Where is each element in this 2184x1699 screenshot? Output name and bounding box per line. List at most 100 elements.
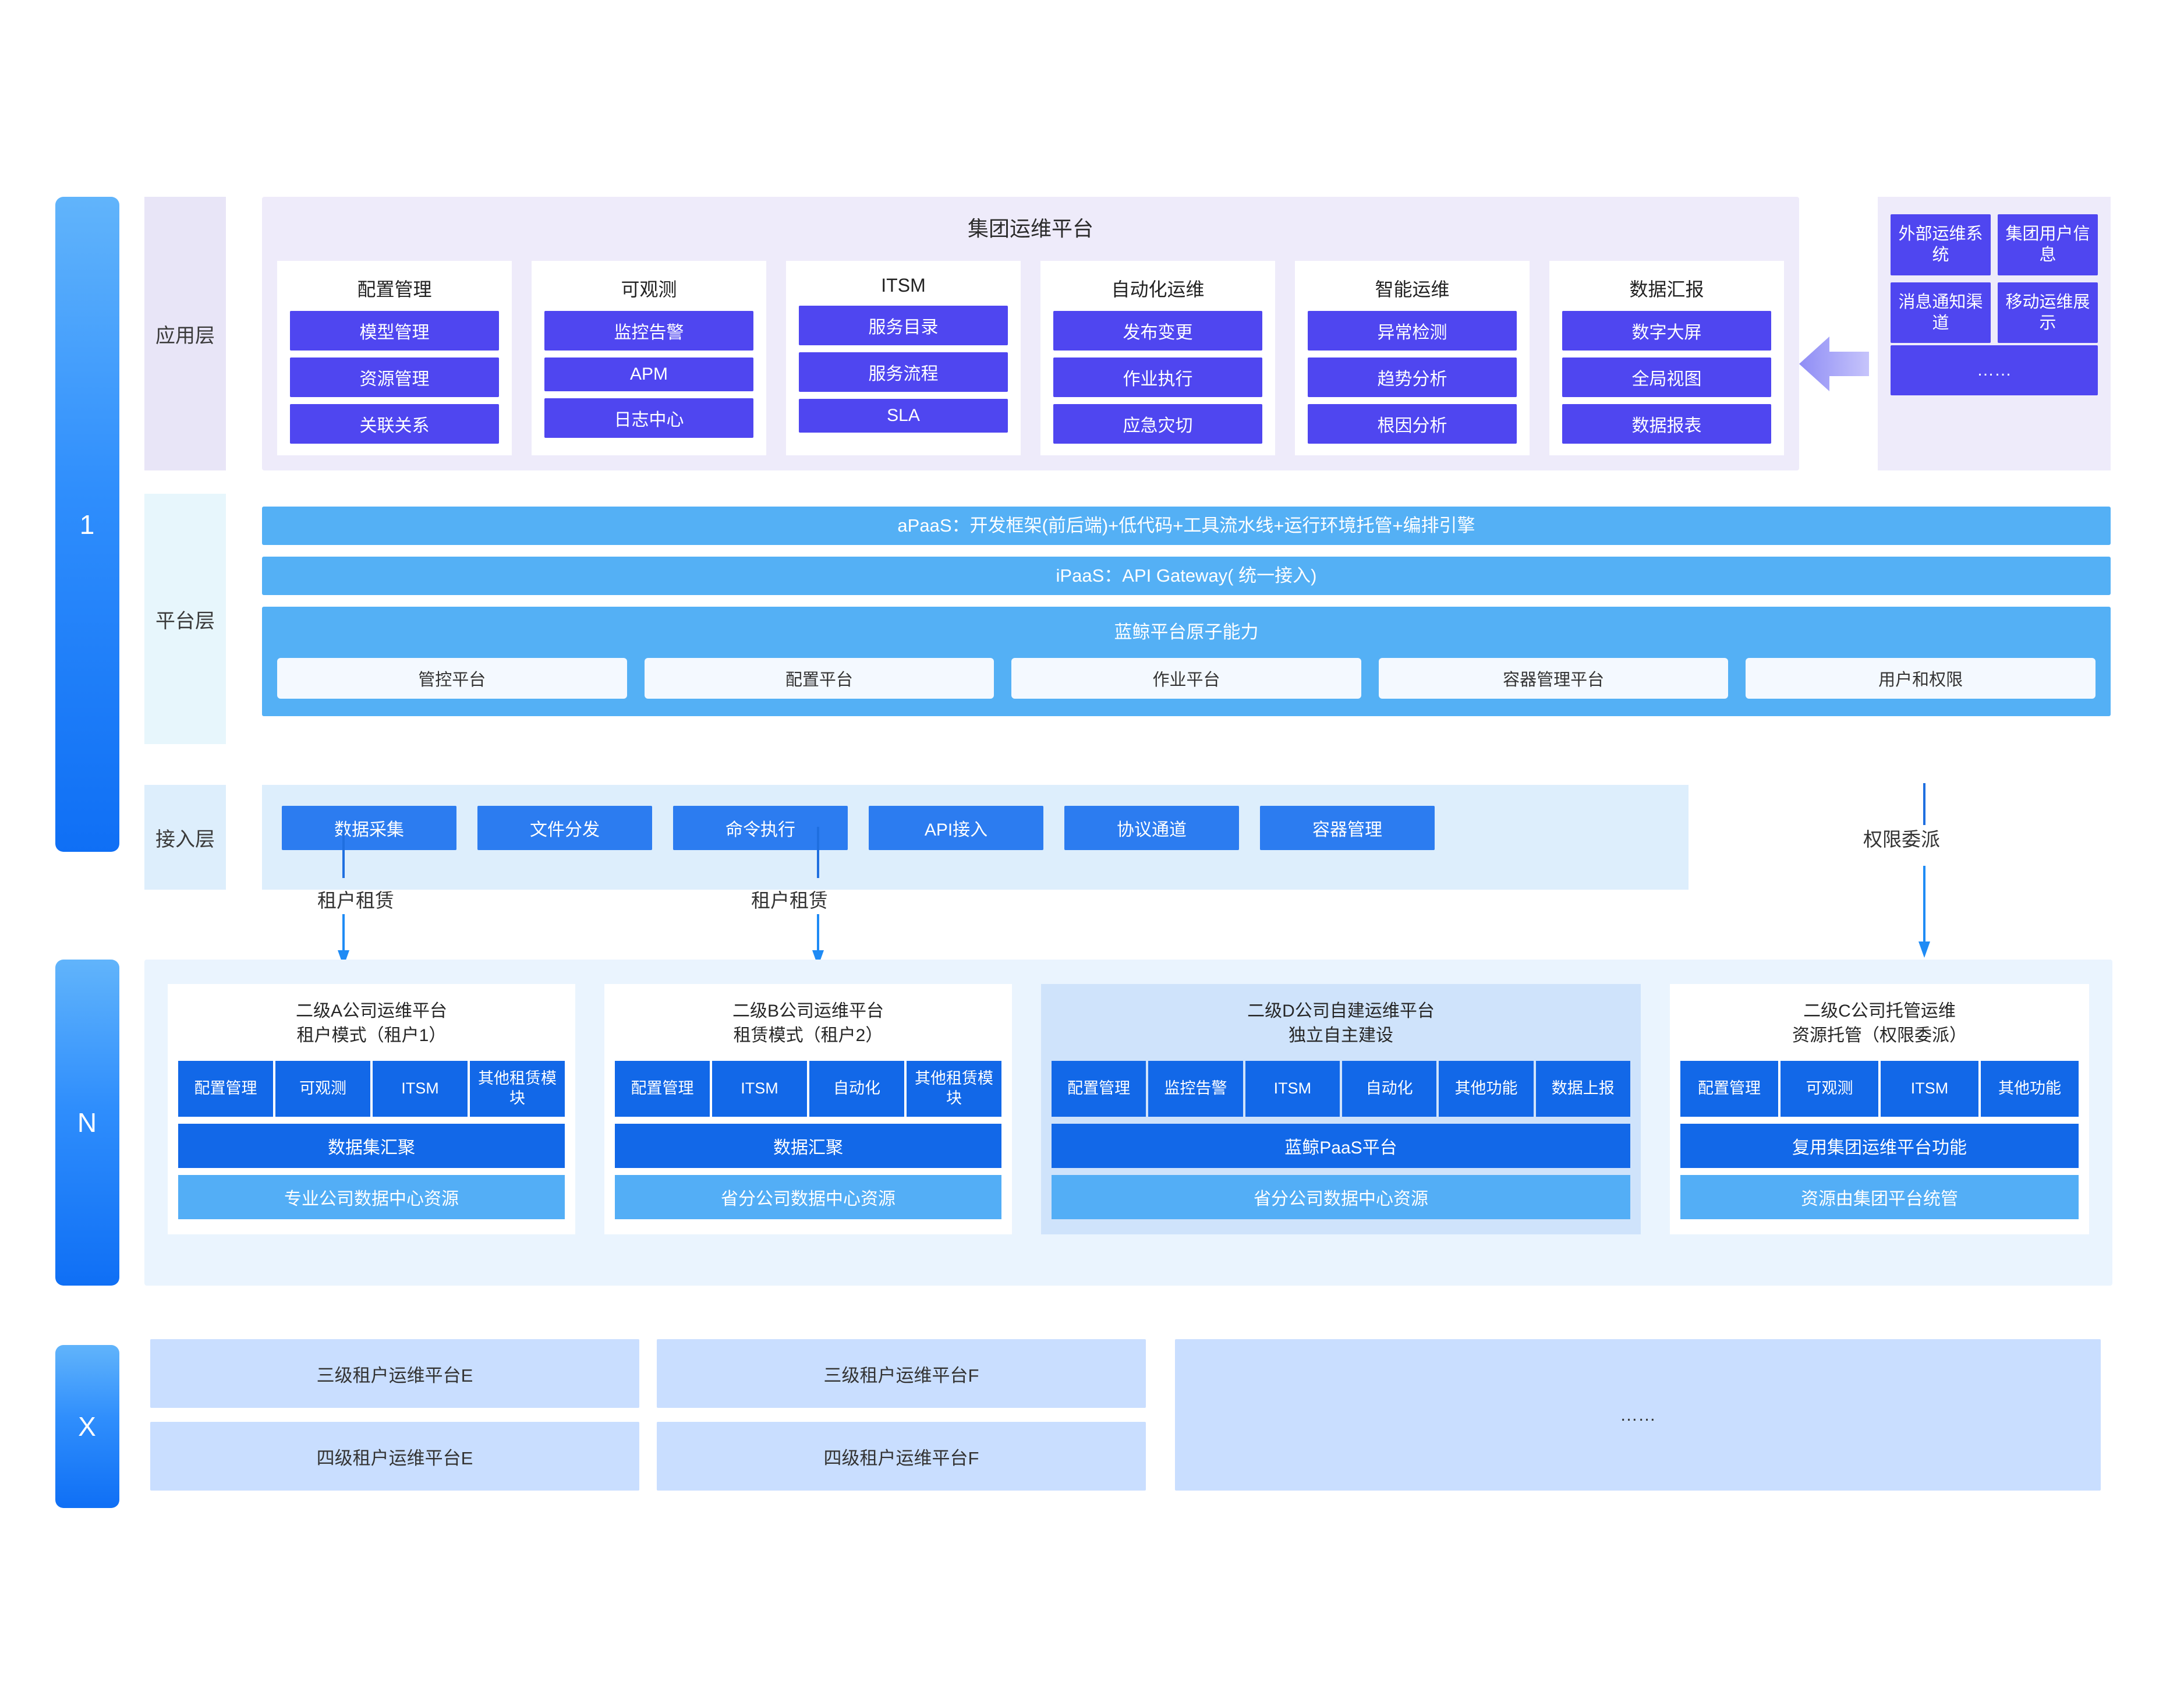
- external-system-cell[interactable]: 外部运维系统: [1891, 214, 1991, 275]
- app-card-observability[interactable]: 可观测 监控告警 APM 日志中心: [532, 261, 766, 455]
- second-level-card-a[interactable]: 二级A公司运维平台 租户模式（租户1） 配置管理 可观测 ITSM 其他租赁模块…: [168, 984, 575, 1234]
- app-pill[interactable]: 应急灾切: [1053, 404, 1262, 444]
- external-system-cell[interactable]: 移动运维展示: [1998, 282, 2098, 343]
- tier-rail-x-label: X: [78, 1411, 97, 1442]
- second-level-base-bar[interactable]: 省分公司数据中心资源: [1052, 1175, 1630, 1219]
- second-level-module-row: 配置管理 可观测 ITSM 其他租赁模块: [178, 1061, 565, 1117]
- second-level-middle-bar[interactable]: 数据集汇聚: [178, 1124, 565, 1168]
- external-system-cell[interactable]: 消息通知渠道: [1891, 282, 1991, 343]
- second-level-module[interactable]: 其他租赁模块: [470, 1061, 565, 1117]
- apaas-bar[interactable]: aPaaS：开发框架(前后端)+低代码+工具流水线+运行环境托管+编排引擎: [262, 507, 2111, 545]
- layer-label-platform: 平台层: [144, 494, 226, 744]
- app-pill[interactable]: 异常检测: [1308, 311, 1517, 351]
- app-card-title: ITSM: [881, 275, 926, 296]
- app-card-title: 数据汇报: [1629, 279, 1704, 300]
- second-level-module[interactable]: 其他功能: [1981, 1061, 2079, 1117]
- second-level-module[interactable]: ITSM: [712, 1061, 807, 1117]
- connector-arrow-permission-delegation: [1918, 783, 1930, 958]
- connector-label-tenant-lease-a: 租户租赁: [317, 890, 394, 911]
- app-pill[interactable]: 服务目录: [799, 306, 1008, 345]
- tier-rail-n: N: [55, 960, 119, 1286]
- atomic-capability-title: 蓝鲸平台原子能力: [1114, 622, 1259, 642]
- second-level-card-title: 二级C公司托管运维 资源托管（权限委派）: [1680, 984, 2079, 1061]
- tier-rail-1-label: 1: [79, 509, 95, 540]
- second-level-base-bar[interactable]: 省分公司数据中心资源: [615, 1175, 1001, 1219]
- application-layer-panel: 集团运维平台 配置管理 模型管理 资源管理 关联关系 可观测 监控告警 APM …: [262, 197, 1799, 470]
- second-level-card-title-line1: 二级A公司运维平台: [295, 1001, 447, 1021]
- lower-level-tenant-e3[interactable]: 三级租户运维平台E: [150, 1339, 639, 1408]
- second-level-middle-bar[interactable]: 数据汇聚: [615, 1124, 1001, 1168]
- second-level-module[interactable]: 监控告警: [1148, 1061, 1243, 1117]
- app-card-automation[interactable]: 自动化运维 发布变更 作业执行 应急灾切: [1040, 261, 1275, 455]
- app-pill[interactable]: 模型管理: [290, 311, 499, 351]
- second-level-module[interactable]: 配置管理: [178, 1061, 273, 1117]
- app-card-reporting[interactable]: 数据汇报 数字大屏 全局视图 数据报表: [1549, 261, 1784, 455]
- connector-label-permission-delegation: 权限委派: [1863, 829, 1940, 850]
- external-systems-panel: 外部运维系统 集团用户信息 消息通知渠道 移动运维展示 ……: [1878, 197, 2111, 470]
- second-level-module[interactable]: ITSM: [373, 1061, 468, 1117]
- atomic-capability-item[interactable]: 作业平台: [1011, 658, 1361, 699]
- second-level-base-bar[interactable]: 资源由集团平台统管: [1680, 1175, 2079, 1219]
- lower-level-panel: 三级租户运维平台E 三级租户运维平台F …… 四级租户运维平台E 四级租户运维平…: [144, 1339, 2112, 1514]
- atomic-capability-panel: 蓝鲸平台原子能力 管控平台 配置平台 作业平台 容器管理平台 用户和权限: [262, 607, 2111, 716]
- app-pill[interactable]: 日志中心: [544, 398, 753, 438]
- app-pill[interactable]: 资源管理: [290, 358, 499, 397]
- second-level-card-title-line2: 资源托管（权限委派）: [1792, 1026, 1967, 1045]
- second-level-module[interactable]: ITSM: [1881, 1061, 1978, 1117]
- app-pill[interactable]: 发布变更: [1053, 311, 1262, 351]
- app-pill[interactable]: 数字大屏: [1562, 311, 1771, 351]
- second-level-card-b[interactable]: 二级B公司运维平台 租赁模式（租户2） 配置管理 ITSM 自动化 其他租赁模块…: [604, 984, 1012, 1234]
- second-level-module[interactable]: 配置管理: [1052, 1061, 1146, 1117]
- second-level-module[interactable]: 自动化: [809, 1061, 904, 1117]
- layer-label-access: 接入层: [144, 785, 226, 890]
- second-level-card-title-line2: 独立自主建设: [1289, 1026, 1393, 1045]
- ipaas-bar[interactable]: iPaaS：API Gateway( 统一接入): [262, 557, 2111, 595]
- second-level-base-bar[interactable]: 专业公司数据中心资源: [178, 1175, 565, 1219]
- app-pill[interactable]: 根因分析: [1308, 404, 1517, 444]
- lower-level-more[interactable]: ……: [1175, 1339, 2101, 1491]
- second-level-module-row: 配置管理 可观测 ITSM 其他功能: [1680, 1061, 2079, 1117]
- access-capability-item[interactable]: API接入: [869, 806, 1043, 850]
- second-level-module[interactable]: 配置管理: [615, 1061, 710, 1117]
- access-capability-item[interactable]: 容器管理: [1260, 806, 1435, 850]
- second-level-module[interactable]: ITSM: [1245, 1061, 1340, 1117]
- atomic-capability-item[interactable]: 配置平台: [644, 658, 994, 699]
- access-capability-item[interactable]: 协议通道: [1064, 806, 1239, 850]
- app-pill[interactable]: 数据报表: [1562, 404, 1771, 444]
- connector-arrow-tenant-lease-a: [338, 827, 349, 967]
- app-pill[interactable]: SLA: [799, 399, 1008, 433]
- second-level-module[interactable]: 配置管理: [1680, 1061, 1778, 1117]
- external-systems-grid: 外部运维系统 集团用户信息 消息通知渠道 移动运维展示: [1891, 214, 2098, 343]
- app-pill[interactable]: 趋势分析: [1308, 358, 1517, 397]
- app-pill[interactable]: 服务流程: [799, 352, 1008, 392]
- second-level-module[interactable]: 数据上报: [1535, 1061, 1630, 1117]
- external-system-cell[interactable]: 集团用户信息: [1998, 214, 2098, 275]
- app-pill[interactable]: APM: [544, 358, 753, 391]
- app-pill[interactable]: 监控告警: [544, 311, 753, 351]
- second-level-module[interactable]: 其他租赁模块: [907, 1061, 1001, 1117]
- app-card-config[interactable]: 配置管理 模型管理 资源管理 关联关系: [277, 261, 512, 455]
- lower-level-tenant-f3[interactable]: 三级租户运维平台F: [657, 1339, 1146, 1408]
- second-level-module[interactable]: 可观测: [1781, 1061, 1878, 1117]
- app-card-itsm[interactable]: ITSM 服务目录 服务流程 SLA: [786, 261, 1021, 455]
- access-capability-item[interactable]: 数据采集: [282, 806, 456, 850]
- access-layer-row: 数据采集 文件分发 命令执行 API接入 协议通道 容器管理: [282, 806, 1435, 850]
- lower-level-tenant-f4[interactable]: 四级租户运维平台F: [657, 1422, 1146, 1491]
- second-level-middle-bar[interactable]: 蓝鲸PaaS平台: [1052, 1124, 1630, 1168]
- atomic-capability-item[interactable]: 容器管理平台: [1378, 658, 1729, 699]
- external-system-more[interactable]: ……: [1891, 345, 2098, 395]
- app-pill[interactable]: 全局视图: [1562, 358, 1771, 397]
- atomic-capability-item[interactable]: 用户和权限: [1746, 658, 2095, 699]
- second-level-module[interactable]: 其他功能: [1439, 1061, 1534, 1117]
- app-pill[interactable]: 作业执行: [1053, 358, 1262, 397]
- second-level-card-d[interactable]: 二级D公司自建运维平台 独立自主建设 配置管理 监控告警 ITSM 自动化 其他…: [1041, 984, 1641, 1234]
- second-level-module[interactable]: 可观测: [275, 1061, 370, 1117]
- app-pill[interactable]: 关联关系: [290, 404, 499, 444]
- second-level-module[interactable]: 自动化: [1341, 1061, 1437, 1117]
- atomic-capability-item[interactable]: 管控平台: [277, 658, 627, 699]
- lower-level-tenant-e4[interactable]: 四级租户运维平台E: [150, 1422, 639, 1491]
- app-card-aiops[interactable]: 智能运维 异常检测 趋势分析 根因分析: [1295, 261, 1530, 455]
- second-level-middle-bar[interactable]: 复用集团运维平台功能: [1680, 1124, 2079, 1168]
- access-capability-item[interactable]: 文件分发: [477, 806, 652, 850]
- second-level-card-c[interactable]: 二级C公司托管运维 资源托管（权限委派） 配置管理 可观测 ITSM 其他功能 …: [1670, 984, 2089, 1234]
